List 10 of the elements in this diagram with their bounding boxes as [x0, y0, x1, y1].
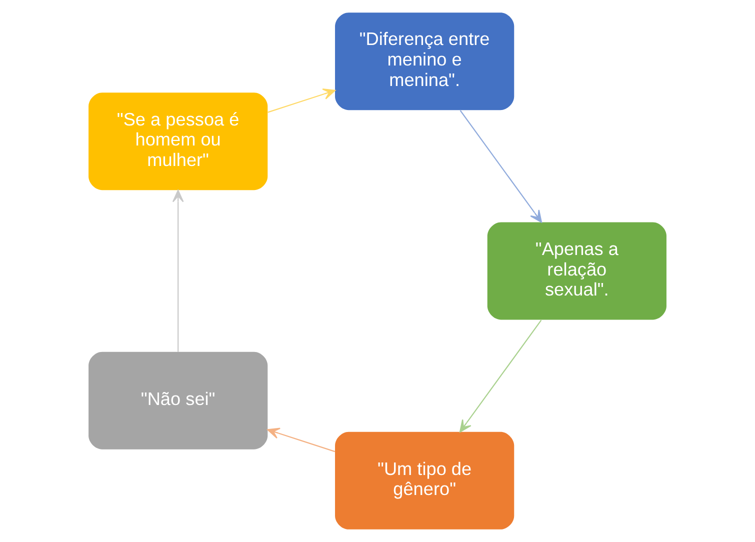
arrow — [460, 320, 542, 432]
node-box: "Um tipo de gênero" — [335, 432, 514, 530]
arrow — [267, 428, 336, 452]
node-box: "Diferença entre menino e menina". — [335, 12, 514, 110]
arrow — [460, 110, 542, 223]
node-box: "Não sei" — [88, 352, 268, 450]
node-box: "Apenas a relação sexual". — [487, 222, 666, 320]
arrow — [268, 88, 336, 113]
arrow — [172, 190, 184, 352]
node-box: "Se a pessoa é homem ou mulher" — [88, 92, 268, 190]
